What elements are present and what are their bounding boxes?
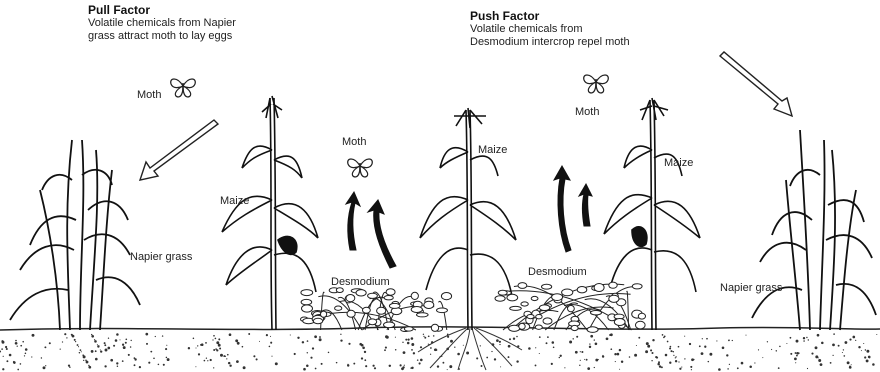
pull-factor-line1: Volatile chemicals from Napier <box>88 17 236 30</box>
hollow-arrow-icon <box>140 120 218 180</box>
pull-factor-title: Pull Factor <box>88 3 236 17</box>
black-curved-arrow-icon <box>346 166 592 268</box>
moth-icon <box>171 79 196 97</box>
napier-grass-left <box>10 140 140 330</box>
desmodium-left <box>301 288 452 332</box>
push-factor-title: Push Factor <box>470 9 630 23</box>
moth-label-left: Moth <box>137 89 161 101</box>
moth-icon <box>348 159 373 177</box>
moth-icon <box>584 75 609 93</box>
maize-label-right: Maize <box>664 157 693 169</box>
maize-label-center: Maize <box>478 144 507 156</box>
push-factor-line1: Volatile chemicals from <box>470 23 630 36</box>
napier-grass-label-left: Napier grass <box>130 251 192 263</box>
napier-grass-label-right: Napier grass <box>720 282 782 294</box>
soil <box>0 327 880 371</box>
maize-roots <box>418 328 522 370</box>
pull-factor-block: Pull Factor Volatile chemicals from Napi… <box>88 3 236 43</box>
desmodium-right <box>495 282 646 332</box>
desmodium-label-right: Desmodium <box>528 266 587 278</box>
hollow-arrow-icon <box>720 52 792 116</box>
push-factor-line2: Desmodium intercrop repel moth <box>470 36 630 49</box>
napier-grass-right <box>752 130 876 330</box>
push-factor-block: Push Factor Volatile chemicals from Desm… <box>470 9 630 49</box>
maize-label-left: Maize <box>220 195 249 207</box>
desmodium-label-left: Desmodium <box>331 276 390 288</box>
pull-factor-line2: grass attract moth to lay eggs <box>88 30 236 43</box>
moth-label-right: Moth <box>575 106 599 118</box>
moth-label-center: Moth <box>342 136 366 148</box>
